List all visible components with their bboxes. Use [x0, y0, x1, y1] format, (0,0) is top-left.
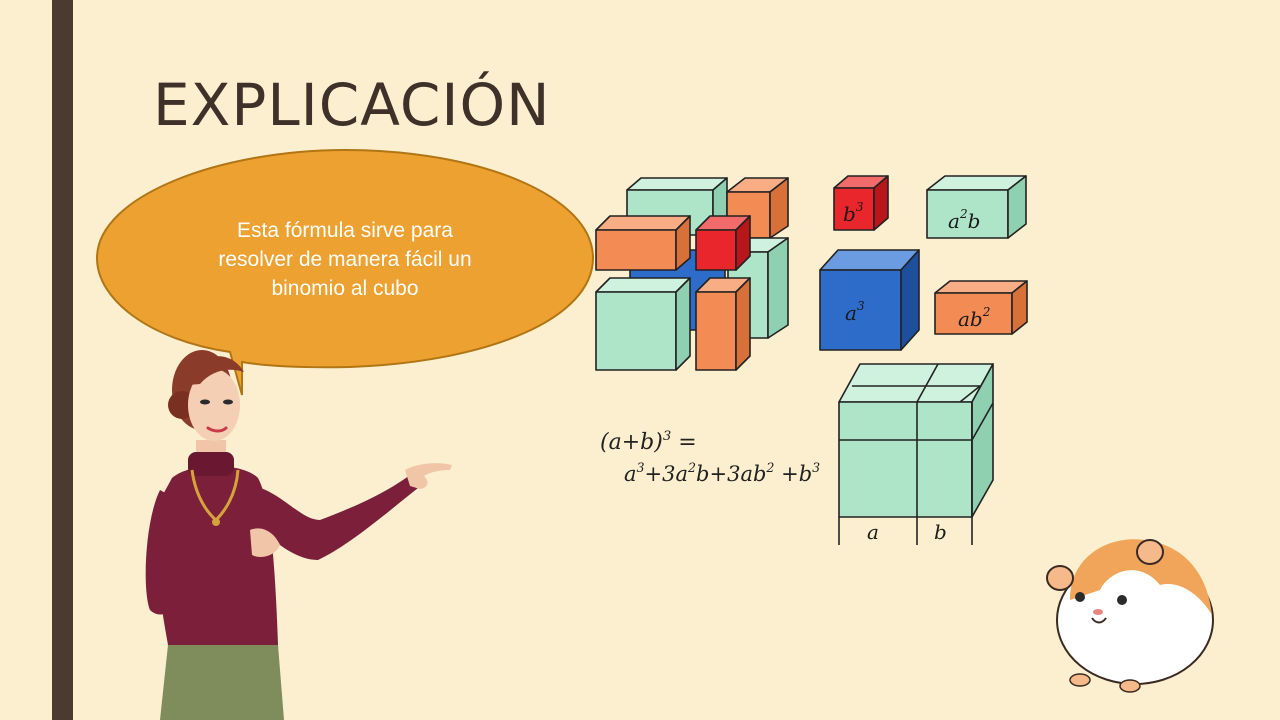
label-ab2: ab2 [958, 305, 990, 331]
label-b3: b3 [843, 200, 864, 226]
slide-title: EXPLICACIÓN [153, 71, 551, 139]
speech-bubble [95, 148, 595, 396]
formula-term2-exp: 2 [688, 460, 697, 476]
speech-bubble-text: Esta fórmula sirve para resolver de mane… [180, 216, 510, 303]
formula-term4-exp: 3 [812, 460, 821, 476]
formula-lhs: (a+b)3 = [600, 430, 697, 455]
formula-term1: a [624, 462, 637, 486]
label-a3: a3 [845, 299, 865, 325]
bubble-line-2: resolver de manera fácil un [218, 248, 472, 271]
formula-term4: +b [774, 462, 813, 486]
left-accent-bar [52, 0, 73, 720]
piece-ab2 [934, 280, 1028, 335]
piece-a2b [926, 175, 1027, 239]
axis-label-a: a [867, 520, 879, 544]
cube-cluster-illustration [595, 177, 789, 371]
formula-term3: +3ab [709, 462, 767, 486]
formula-lhs-base: (a+b) [600, 430, 663, 455]
formula-term3-exp: 2 [766, 460, 775, 476]
hamster-illustration [1046, 539, 1214, 693]
axis-label-b: b [934, 520, 947, 544]
bubble-line-1: Esta fórmula sirve para [237, 219, 453, 242]
formula-term1-exp: 3 [636, 460, 645, 476]
teacher-illustration [145, 350, 452, 720]
piece-a3 [819, 249, 920, 351]
label-a2b: a2b [948, 207, 980, 233]
bubble-line-3: binomio al cubo [271, 277, 419, 300]
piece-b3 [833, 175, 889, 231]
assembled-cube [838, 363, 994, 545]
formula-term2-b: b [696, 462, 710, 486]
formula-equals: = [678, 430, 697, 455]
formula-rhs: a3+3a2b+3ab2 +b3 [624, 460, 821, 486]
formula-lhs-exp: 3 [662, 428, 672, 444]
formula-term2: +3a [644, 462, 689, 486]
